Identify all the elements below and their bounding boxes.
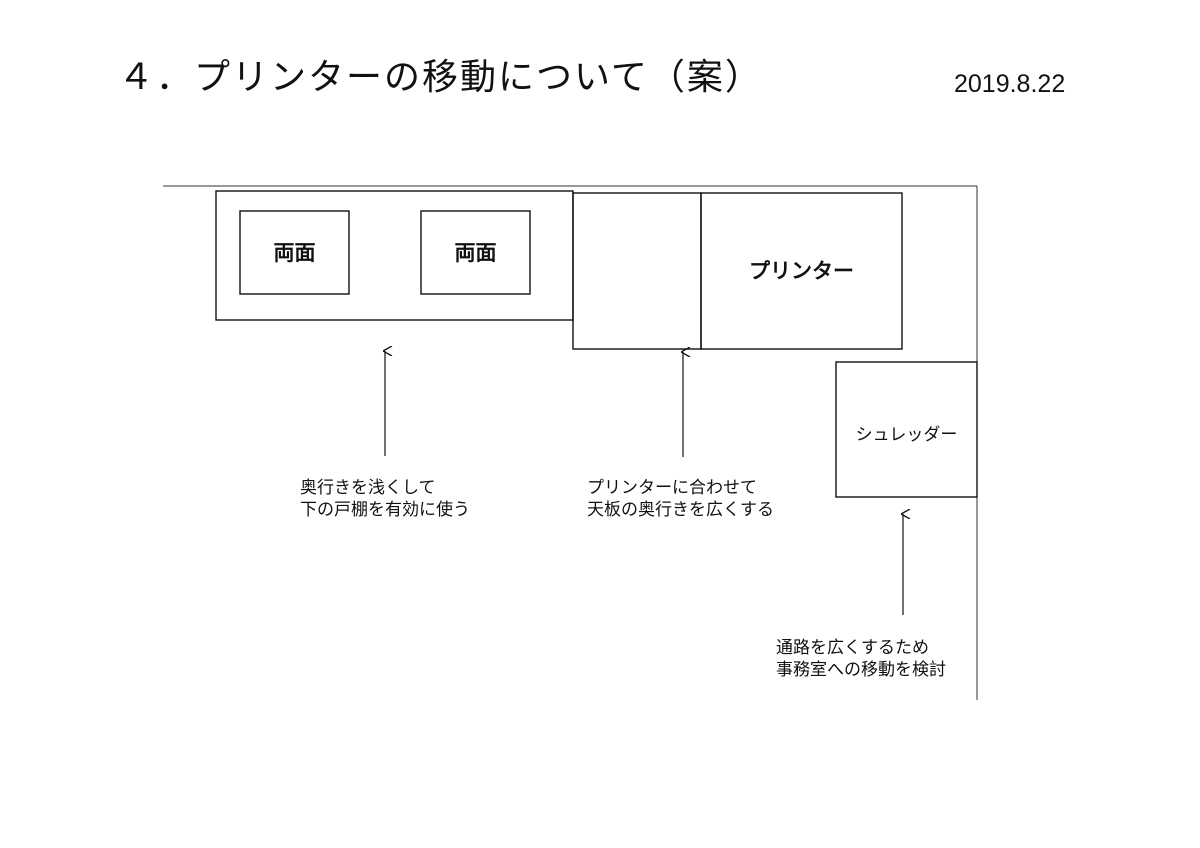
note-cabinet-line-2: 下の戸棚を有効に使う: [300, 500, 470, 520]
note-shredder: 通路を広くするため 事務室への移動を検討: [776, 637, 946, 681]
shredder-label: シュレッダー: [855, 425, 958, 445]
duplex-unit-left: [239, 210, 350, 295]
printer-label: プリンター: [749, 259, 854, 283]
document-date: 2019.8.22: [954, 70, 1066, 98]
duplex-label-left: 両面: [273, 241, 316, 265]
shredder-box: [835, 361, 978, 498]
note-tabletop-line-1: プリンターに合わせて: [587, 478, 757, 498]
note-tabletop-line-2: 天板の奥行きを広くする: [587, 500, 774, 520]
note-shredder-line-2: 事務室への移動を検討: [776, 660, 946, 680]
tabletop-area: [572, 192, 702, 350]
page-title: ４．プリンターの移動について（案）: [118, 57, 763, 98]
note-cabinet-line-1: 奥行きを浅くして: [300, 478, 436, 498]
printer-box: [700, 192, 903, 350]
note-cabinet: 奥行きを浅くして 下の戸棚を有効に使う: [300, 477, 470, 521]
duplex-unit-right: [420, 210, 531, 295]
duplex-label-right: 両面: [454, 241, 497, 265]
note-tabletop: プリンターに合わせて 天板の奥行きを広くする: [587, 477, 774, 521]
note-shredder-line-1: 通路を広くするため: [776, 638, 929, 658]
